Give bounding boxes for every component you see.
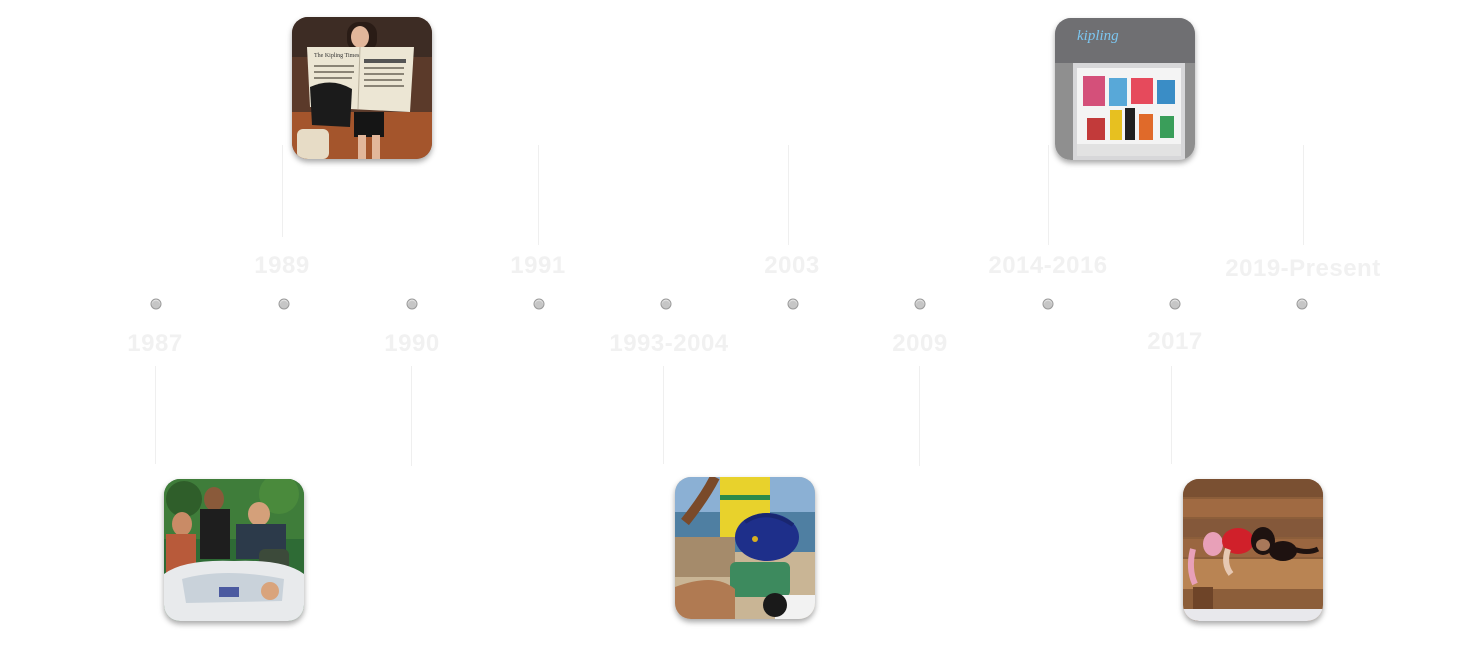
connector-line [788, 145, 789, 245]
timeline-year-label[interactable]: 1987 [127, 330, 183, 357]
timeline-year-label[interactable]: 2009 [892, 330, 948, 357]
timeline-year-label[interactable]: 2017 [1147, 328, 1203, 355]
timeline-dot[interactable] [278, 298, 290, 310]
connector-line [282, 145, 283, 237]
timeline-dot[interactable] [533, 298, 545, 310]
svg-text:kipling: kipling [1077, 28, 1119, 44]
timeline-year-label[interactable]: 1990 [384, 330, 440, 357]
timeline-photo-blue-bag[interactable] [675, 477, 815, 619]
connector-line [538, 145, 539, 245]
timeline-year-label[interactable]: 2014-2016 [988, 252, 1108, 279]
timeline-dot[interactable] [1169, 298, 1181, 310]
timeline-year-label[interactable]: 1991 [510, 252, 566, 279]
connector-line [1171, 366, 1172, 464]
timeline-dot[interactable] [1042, 298, 1054, 310]
timeline-photo-monkeys[interactable] [1183, 479, 1323, 621]
connector-line [1303, 145, 1304, 245]
timeline-dot[interactable] [914, 298, 926, 310]
timeline-dot[interactable] [406, 298, 418, 310]
timeline-photo-store[interactable]: kipling [1055, 18, 1195, 160]
timeline-dot[interactable] [1296, 298, 1308, 310]
timeline-photo-convertible[interactable] [164, 479, 304, 621]
connector-line [1048, 145, 1049, 245]
timeline-photo-newspaper[interactable]: The Kipling Times [292, 17, 432, 159]
connector-line [155, 366, 156, 464]
timeline-year-label[interactable]: 2019-Present [1225, 255, 1381, 282]
timeline-dot[interactable] [150, 298, 162, 310]
timeline-dot[interactable] [660, 298, 672, 310]
timeline-year-label[interactable]: 1989 [254, 252, 310, 279]
timeline-dot[interactable] [787, 298, 799, 310]
timeline-year-label[interactable]: 2003 [764, 252, 820, 279]
connector-line [663, 366, 664, 464]
svg-text:The Kipling Times: The Kipling Times [314, 53, 360, 59]
timeline-year-label[interactable]: 1993-2004 [609, 330, 729, 357]
connector-line [411, 366, 412, 466]
connector-line [919, 366, 920, 466]
